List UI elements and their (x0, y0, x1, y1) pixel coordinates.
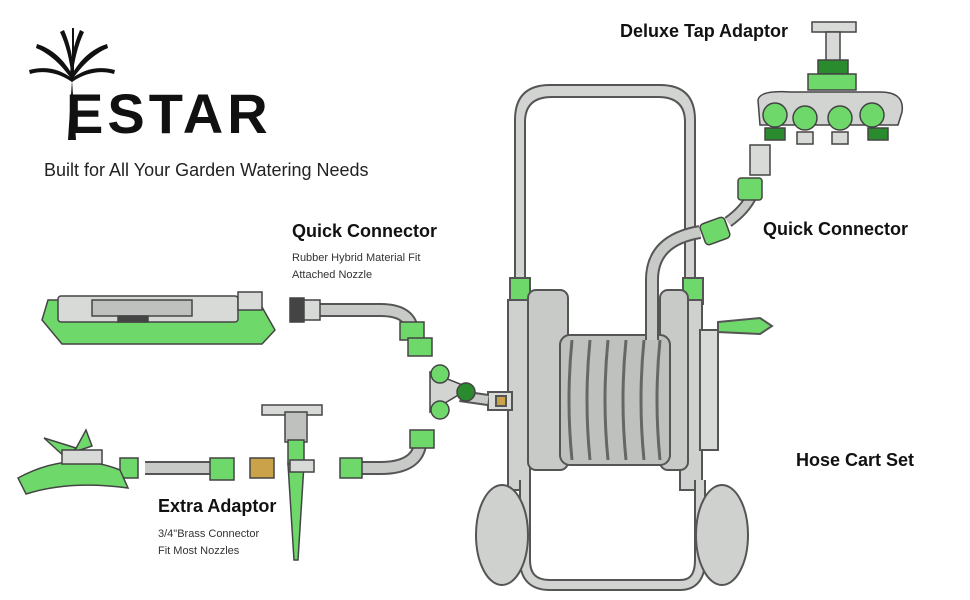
quick-connector-left-label: Quick Connector (292, 221, 438, 241)
extra-adaptor-desc-2: Fit Most Nozzles (158, 545, 240, 557)
quick-connector-left-desc-1: Rubber Hybrid Material Fit (292, 252, 421, 264)
quick-connector-right (699, 144, 771, 246)
hose-network (145, 303, 489, 475)
estar-logo-tree (29, 28, 115, 140)
brand-tagline: Built for All Your Garden Watering Needs (44, 160, 369, 180)
hose-connectors (119, 297, 435, 481)
quick-connector-left-desc-2: Attached Nozzle (292, 269, 373, 281)
hose-cart-set-label: Hose Cart Set (796, 450, 915, 470)
butterfly-sprinkler (17, 428, 130, 495)
impact-sprinkler (261, 404, 323, 561)
deluxe-tap-adaptor (757, 21, 904, 145)
oscillating-sprinkler (41, 291, 276, 345)
quick-connector-right-label: Quick Connector (763, 219, 909, 239)
extra-adaptor-desc-1: 3/4"Brass Connector (158, 528, 260, 540)
deluxe-tap-adaptor-label: Deluxe Tap Adaptor (620, 21, 789, 41)
extra-adaptor-label: Extra Adaptor (158, 496, 277, 516)
brand-name: ESTAR (66, 82, 272, 145)
hose-cart (475, 84, 774, 591)
y-connector (429, 364, 476, 420)
